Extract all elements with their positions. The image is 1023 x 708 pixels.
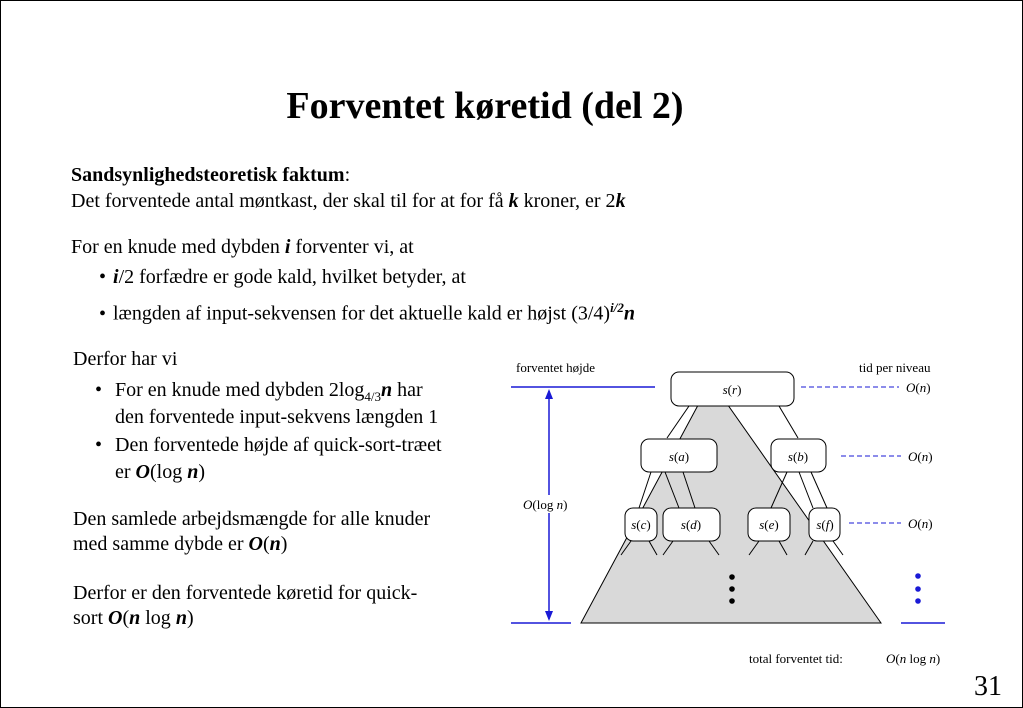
work-close: ) — [280, 533, 288, 555]
depth-intro: For en knude med dybden i forventer vi, … — [71, 234, 414, 260]
height-arrow-bottom — [545, 611, 553, 621]
svg-text:s(d): s(d) — [681, 517, 701, 532]
derfor-b2-er: er — [115, 461, 136, 483]
work-n: n — [269, 533, 281, 555]
derfor-b1-line2: den forventede input-sekvens længden 1 — [115, 406, 439, 428]
svg-text:s(a): s(a) — [669, 449, 689, 464]
level-time-0: O(n) — [906, 380, 931, 395]
fact-text-b: kroner, er 2 — [518, 190, 616, 212]
tree-node-b: s(b) — [770, 438, 827, 473]
derfor-b2-line1: Den forventede højde af quick-sort-træet — [115, 434, 442, 456]
conclusion-sort: sort — [73, 607, 108, 629]
fact-heading-line: Sandsynlighedsteoretisk faktum: — [71, 162, 350, 188]
conclusion-close: ) — [186, 607, 194, 629]
page-number: 31 — [974, 671, 1002, 702]
work-O: O — [248, 533, 263, 555]
depth-b1-i: i — [113, 266, 119, 288]
time-header: tid per niveau — [859, 360, 931, 375]
fact-k2: k — [615, 190, 626, 212]
level-dashes — [801, 386, 901, 524]
derfor-b1-a: For en knude med dybden 2log — [115, 379, 365, 401]
conclusion-line1: Derfor er den forventede køretid for qui… — [73, 582, 418, 604]
total-label: total forventet tid: — [749, 651, 843, 666]
derfor-heading: Derfor har vi — [73, 348, 178, 370]
tree-ellipsis — [729, 574, 735, 604]
fact-statement: Det forventede antal møntkast, der skal … — [71, 188, 626, 214]
time-ellipsis — [915, 573, 921, 604]
depth-b1-text: /2 forfædre er gode kald, hvilket betyde… — [118, 266, 466, 288]
bullet-dot: • — [99, 266, 107, 288]
svg-text:s(c): s(c) — [631, 517, 651, 532]
bullet-dot: • — [95, 379, 103, 401]
tree-node-e: s(e) — [747, 507, 791, 542]
derfor-b2-O: O — [135, 461, 150, 483]
height-label: O(log n) — [523, 497, 567, 512]
work-open: ( — [262, 533, 270, 555]
derfor-b1-sub: 4/3 — [364, 389, 382, 404]
conclusion-n2: n — [175, 607, 187, 629]
level-time-2: O(n) — [908, 516, 933, 531]
height-label-bg — [521, 495, 579, 513]
derfor-b1-line1: For en knude med dybden 2log4/3n har — [115, 377, 423, 410]
svg-text:s(b): s(b) — [788, 449, 808, 464]
svg-text:s(e): s(e) — [759, 517, 779, 532]
tree-triangle — [580, 380, 882, 624]
tree-edges — [620, 405, 844, 556]
conclusion-line2: sort O(n log n) — [73, 605, 194, 631]
depth-b2-text: længden af input-sekvensen for det aktue… — [113, 302, 611, 325]
tree-node-r: s(r) — [670, 371, 795, 407]
derfor-b2-line2: er O(log n) — [115, 459, 205, 485]
fact-k1: k — [508, 190, 519, 212]
fact-colon: : — [344, 164, 351, 186]
tree-node-a: s(a) — [640, 438, 718, 473]
work-line2: med samme dybde er O(n) — [73, 531, 287, 557]
derfor-b2-log: (log — [150, 461, 188, 483]
depth-bullet-2: • længden af input-sekvensen for det aktu… — [99, 295, 635, 327]
fact-heading: Sandsynlighedsteoretisk faktum — [71, 164, 345, 186]
bullet-dot: • — [95, 434, 103, 456]
conclusion-n: n — [129, 607, 141, 629]
depth-b2-n: n — [623, 302, 635, 325]
conclusion-O: O — [108, 607, 123, 629]
tree-node-f: s(f) — [808, 507, 841, 542]
svg-text:s(f): s(f) — [816, 517, 833, 532]
derfor-b1-n: n — [381, 379, 393, 401]
conclusion-open: ( — [122, 607, 130, 629]
bullet-dot: • — [99, 302, 107, 325]
conclusion-log: log — [140, 607, 176, 629]
level-time-1: O(n) — [908, 449, 933, 464]
derfor-b1-b: har — [392, 379, 423, 401]
fact-text-a: Det forventede antal møntkast, der skal … — [71, 190, 509, 212]
height-header: forventet højde — [516, 360, 595, 375]
tree-node-d: s(d) — [662, 507, 721, 542]
svg-text:s(r): s(r) — [723, 382, 742, 397]
derfor-b2-close: ) — [198, 461, 206, 483]
tree-node-c: s(c) — [624, 507, 658, 542]
work-line1: Den samlede arbejdsmængde for alle knude… — [73, 508, 431, 530]
derfor-b2-n: n — [187, 461, 199, 483]
page-title: Forventet køretid (del 2) — [286, 85, 684, 127]
total-value: O(n log n) — [886, 651, 940, 666]
work-text: med samme dybde er — [73, 533, 249, 555]
depth-b2-sup: i/2 — [610, 300, 624, 315]
depth-intro-b: forventer vi, at — [290, 236, 414, 258]
height-arrow-top — [545, 389, 553, 399]
depth-i: i — [284, 236, 291, 258]
depth-intro-a: For en knude med dybden — [71, 236, 285, 258]
depth-bullet-1: • i/2 forfædre er gode kald, hvilket bety… — [99, 264, 466, 290]
